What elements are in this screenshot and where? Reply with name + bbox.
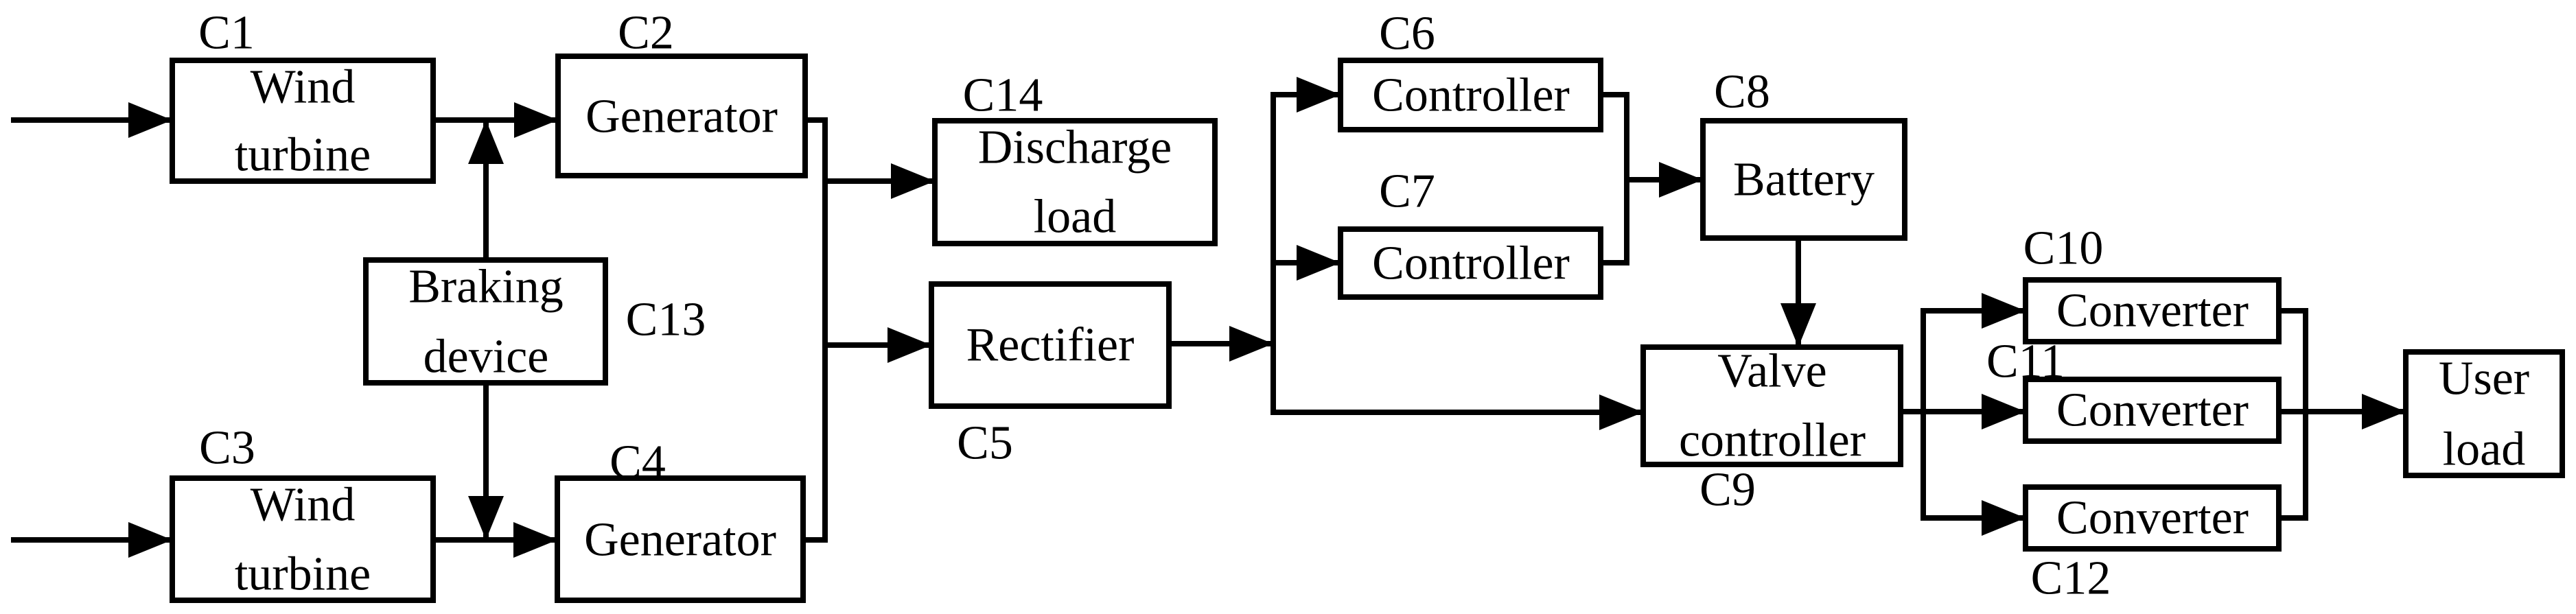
braking-device-label-line1: Braking: [408, 261, 564, 314]
node-generator-2: Generator: [555, 475, 806, 603]
discharge-load-box: [932, 118, 1218, 246]
node-user-load: User load: [2403, 349, 2565, 478]
wind-turbine-2-label-line2: turbine: [235, 548, 371, 601]
node-braking-device: Braking device: [363, 257, 608, 386]
node-converter-1: Converter: [2023, 277, 2282, 344]
edge-controller-1-out: [1598, 92, 1629, 182]
node-rectifier: Rectifier: [929, 281, 1172, 409]
wind-turbine-1-label-line2: turbine: [235, 129, 371, 182]
node-valve-controller: Valve controller: [1640, 344, 1903, 467]
edge-controller-2-out: [1598, 177, 1629, 265]
rectifier-label: Rectifier: [966, 319, 1135, 372]
wind-turbine-1-box: [170, 58, 436, 184]
code-label-c3: C3: [199, 422, 255, 475]
generator-1-box: [555, 54, 808, 178]
converter-3-box: [2023, 484, 2282, 552]
controller-1-label: Controller: [1372, 69, 1570, 122]
controller-1-box: [1338, 58, 1603, 132]
braking-device-label-line2: device: [423, 331, 549, 383]
valve-controller-label-line2: controller: [1679, 414, 1866, 467]
discharge-load-label-line2: load: [1034, 191, 1117, 244]
converter-1-box: [2023, 277, 2282, 344]
node-converter-2: Converter: [2023, 377, 2282, 444]
code-label-c14: C14: [963, 69, 1043, 122]
wind-turbine-2-label-line1: Wind: [251, 479, 356, 532]
code-label-c5: C5: [957, 417, 1013, 470]
user-load-label-line1: User: [2439, 353, 2529, 405]
code-label-c2: C2: [618, 7, 674, 60]
braking-device-box: [363, 257, 608, 386]
code-label-c9: C9: [1699, 464, 1756, 517]
code-label-c13: C13: [626, 294, 706, 346]
discharge-load-label-line1: Discharge: [978, 121, 1172, 174]
node-generator-1: Generator: [555, 54, 808, 178]
code-label-c7: C7: [1379, 165, 1435, 218]
code-label-c12: C12: [2031, 552, 2111, 605]
code-label-c6: C6: [1379, 8, 1435, 60]
edge-generator-bus: [800, 117, 828, 543]
converter-1-label: Converter: [2056, 285, 2249, 338]
controller-2-label: Controller: [1372, 237, 1570, 290]
node-converter-3: Converter: [2023, 484, 2282, 552]
node-battery: Battery: [1700, 118, 1907, 241]
wind-turbine-1-label-line1: Wind: [251, 61, 356, 114]
node-controller-2: Controller: [1338, 226, 1603, 300]
converter-2-box: [2023, 377, 2282, 444]
generator-1-label: Generator: [585, 91, 778, 143]
node-wind-turbine-2: Wind turbine: [170, 475, 436, 603]
controller-2-box: [1338, 226, 1603, 300]
user-load-label-line2: load: [2443, 423, 2526, 476]
generator-2-label: Generator: [584, 514, 776, 567]
valve-controller-box: [1640, 344, 1903, 467]
generator-2-box: [555, 475, 806, 603]
battery-box: [1700, 118, 1907, 241]
battery-label: Battery: [1733, 154, 1875, 206]
node-discharge-load: Discharge load: [932, 118, 1218, 246]
code-label-c11: C11: [1986, 335, 2065, 388]
code-label-c4: C4: [610, 436, 666, 489]
converter-3-label: Converter: [2056, 492, 2249, 545]
valve-controller-label-line1: Valve: [1717, 345, 1826, 398]
code-label-c10: C10: [2023, 222, 2104, 275]
node-wind-turbine-1: Wind turbine: [170, 58, 436, 184]
user-load-box: [2403, 349, 2565, 478]
code-label-c1: C1: [198, 7, 255, 60]
rectifier-box: [929, 281, 1172, 409]
wind-turbine-2-box: [170, 475, 436, 603]
node-controller-1: Controller: [1338, 58, 1603, 132]
converter-2-label: Converter: [2056, 384, 2249, 437]
code-label-c8: C8: [1714, 66, 1770, 119]
